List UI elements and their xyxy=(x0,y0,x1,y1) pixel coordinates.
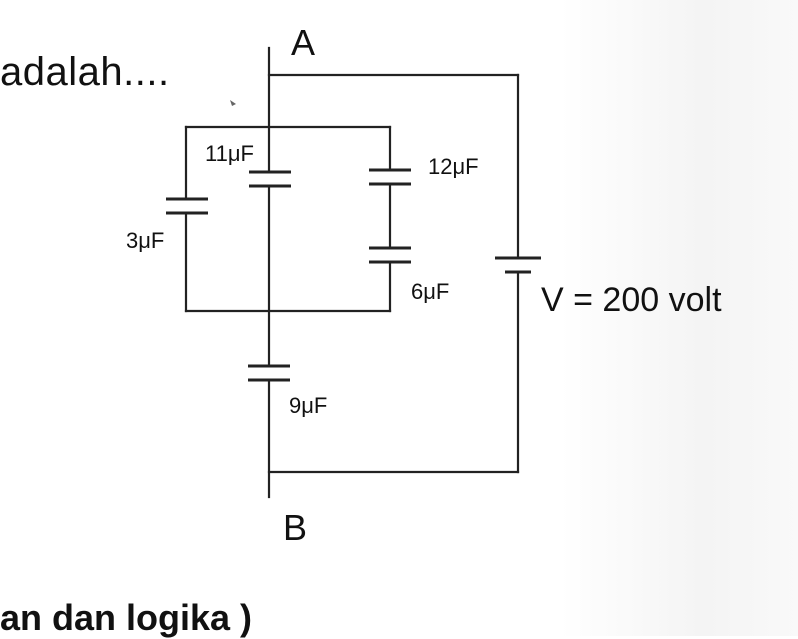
capacitor-9uf-symbol xyxy=(248,364,290,382)
capacitor-11uf-label: 11μF xyxy=(205,141,254,166)
intro-text: adalah.... xyxy=(0,50,170,94)
capacitor-11uf-symbol xyxy=(249,170,291,188)
capacitor-3uf-symbol xyxy=(166,197,208,215)
scan-speck xyxy=(230,100,236,106)
footer-text: an dan logika ) xyxy=(0,597,253,638)
capacitor-6uf-symbol xyxy=(369,246,411,264)
node-b-label: B xyxy=(283,507,308,548)
capacitor-9uf-label: 9μF xyxy=(289,393,328,418)
node-a-label: A xyxy=(291,22,316,63)
capacitor-12uf-label: 12μF xyxy=(428,154,479,179)
capacitor-6uf-label: 6μF xyxy=(411,279,450,304)
background-shading xyxy=(560,0,798,636)
voltage-source-label: V = 200 volt xyxy=(541,281,722,319)
capacitor-12uf-symbol xyxy=(369,168,411,186)
capacitor-3uf-label: 3μF xyxy=(126,228,165,253)
battery-symbol xyxy=(495,256,541,274)
